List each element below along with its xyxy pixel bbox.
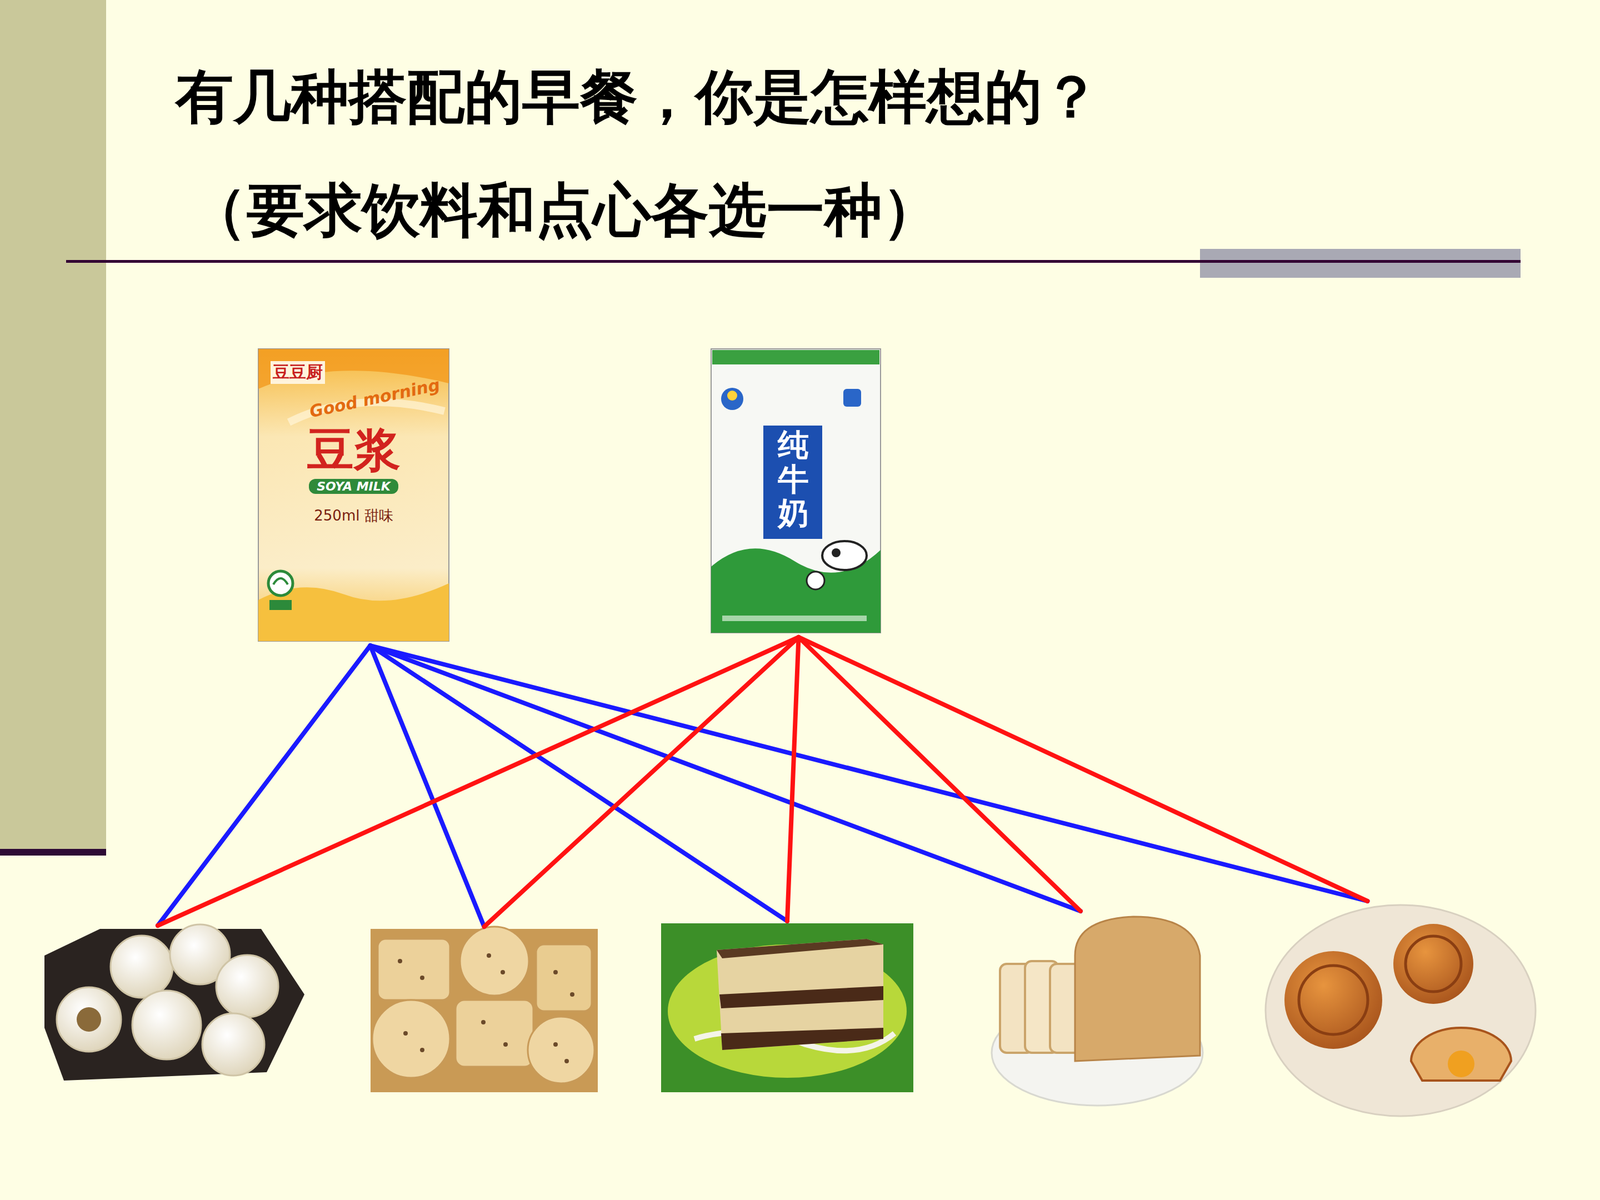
food-picture bbox=[42, 927, 307, 1082]
pairing-line bbox=[370, 645, 1368, 902]
package-text: 纯牛奶 bbox=[777, 427, 809, 531]
side-bar-rule bbox=[0, 848, 107, 856]
milk-carton bbox=[711, 348, 881, 633]
header-rule-over bbox=[1200, 260, 1521, 263]
side-bar bbox=[0, 0, 107, 849]
pairing-line bbox=[798, 637, 1368, 902]
pairing-line bbox=[798, 637, 1082, 912]
steamed-buns bbox=[44, 924, 305, 1081]
bread-loaf bbox=[991, 916, 1203, 1106]
pairing-line bbox=[157, 645, 371, 926]
pairing-line bbox=[370, 645, 788, 922]
crackers bbox=[370, 926, 598, 1093]
package-text: Good morning bbox=[307, 375, 442, 422]
drink-package: 豆豆厨Good morning豆浆 SOYA MILK 250ml 甜味 bbox=[258, 348, 449, 642]
pairing-line bbox=[787, 637, 799, 922]
drink-package: 纯牛奶 bbox=[711, 348, 881, 633]
header-accent bbox=[1200, 248, 1521, 278]
mooncakes bbox=[1265, 905, 1536, 1117]
package-text: 豆豆厨 bbox=[270, 361, 325, 384]
soy-milk-bag bbox=[258, 348, 449, 642]
food-picture bbox=[370, 928, 598, 1093]
package-text: 250ml 甜味 bbox=[313, 506, 393, 526]
slide-title: 有几种搭配的早餐，你是怎样想的？ bbox=[175, 62, 1100, 132]
food-picture bbox=[990, 913, 1205, 1108]
subtitle: （要求饮料和点心各选一种） bbox=[188, 175, 940, 245]
header-rule bbox=[66, 260, 1521, 263]
food-picture bbox=[1265, 903, 1537, 1118]
food-picture bbox=[661, 923, 914, 1093]
package-text: SOYA MILK bbox=[308, 478, 399, 494]
pairing-line bbox=[157, 637, 799, 926]
package-text: 豆浆 bbox=[307, 424, 401, 476]
pairing-line bbox=[370, 645, 1082, 912]
pairing-line bbox=[484, 637, 799, 927]
cake-slice bbox=[661, 923, 914, 1093]
